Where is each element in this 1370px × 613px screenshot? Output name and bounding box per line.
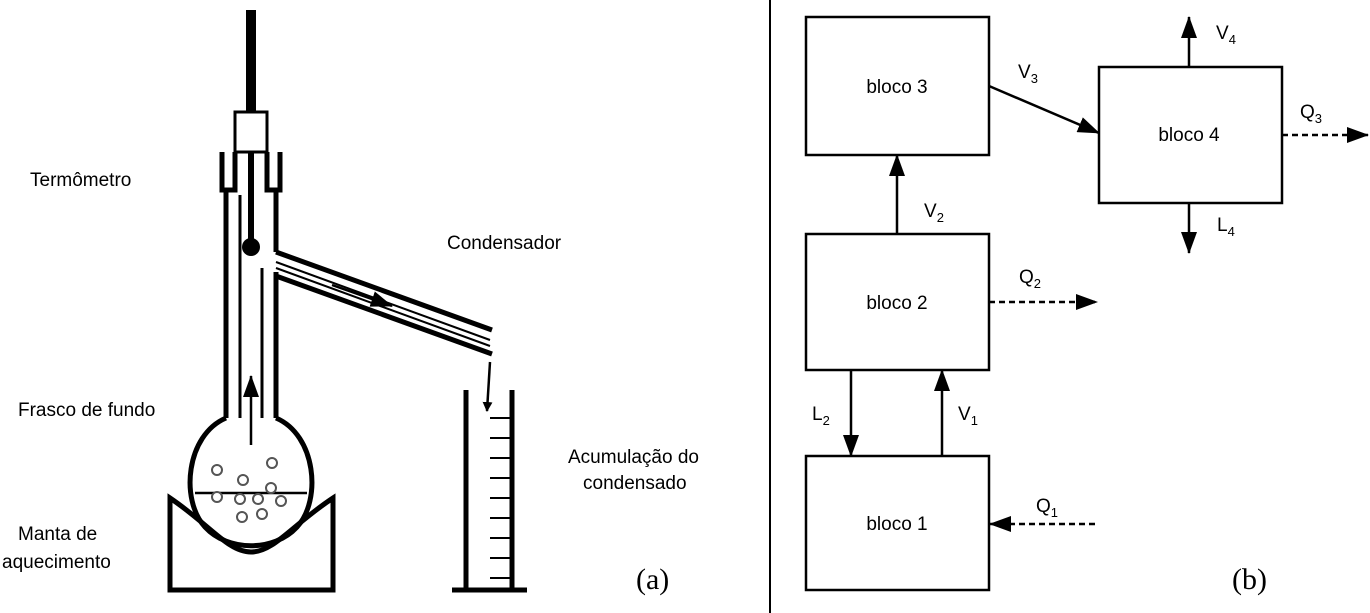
block-3-label: bloco 3 bbox=[866, 77, 927, 98]
flask-body bbox=[187, 415, 315, 549]
label-thermometer: Termômetro bbox=[30, 170, 131, 191]
label-accumulation-1: Acumulação do bbox=[568, 447, 699, 468]
block-1 bbox=[804, 454, 991, 592]
label-Q3: Q3 bbox=[1300, 102, 1322, 126]
condenser-tube-top-inner bbox=[275, 261, 491, 341]
thermometer-rod bbox=[246, 10, 256, 112]
graduated-cylinder bbox=[452, 390, 527, 593]
thermometer-stopper bbox=[233, 110, 269, 154]
condenser-tube-bottom-outer bbox=[275, 273, 493, 357]
condenser-tube-top-outer bbox=[275, 249, 493, 333]
label-flask: Frasco de fundo bbox=[18, 400, 155, 421]
thermometer-bulb bbox=[242, 238, 260, 256]
label-heater-2: aquecimento bbox=[2, 552, 111, 573]
panel-a-tag: (a) bbox=[636, 563, 669, 596]
block-1-label: bloco 1 bbox=[866, 514, 927, 535]
label-Q1: Q1 bbox=[1036, 496, 1058, 520]
panel-a: Termômetro Condensador Frasco de fundo M… bbox=[2, 10, 699, 596]
block-2 bbox=[804, 232, 991, 372]
arrow-V3 bbox=[988, 84, 1100, 135]
label-condenser: Condensador bbox=[447, 233, 562, 254]
drip-arrow bbox=[482, 361, 493, 412]
block-4 bbox=[1097, 65, 1284, 205]
block-2-label: bloco 2 bbox=[866, 293, 927, 314]
label-V1: V1 bbox=[958, 404, 978, 428]
condenser-tube-bottom-inner bbox=[275, 267, 491, 347]
vapor-flow-arrow bbox=[331, 283, 393, 308]
block-4-label: bloco 4 bbox=[1158, 125, 1220, 146]
bubbles bbox=[211, 457, 287, 523]
panel-b-tag: (b) bbox=[1232, 563, 1267, 596]
label-heater-1: Manta de bbox=[18, 524, 97, 545]
panel-b: bloco 3 bloco 4 bloco 2 bloco 1 V2 V3 V4… bbox=[804, 15, 1369, 596]
label-V2: V2 bbox=[924, 201, 944, 225]
label-L2: L2 bbox=[812, 404, 830, 428]
heating-mantle bbox=[167, 493, 336, 593]
label-L4: L4 bbox=[1217, 215, 1235, 239]
label-Q2: Q2 bbox=[1019, 267, 1041, 291]
label-V4: V4 bbox=[1216, 23, 1236, 47]
label-V3: V3 bbox=[1018, 62, 1038, 86]
label-accumulation-2: condensado bbox=[583, 473, 687, 494]
